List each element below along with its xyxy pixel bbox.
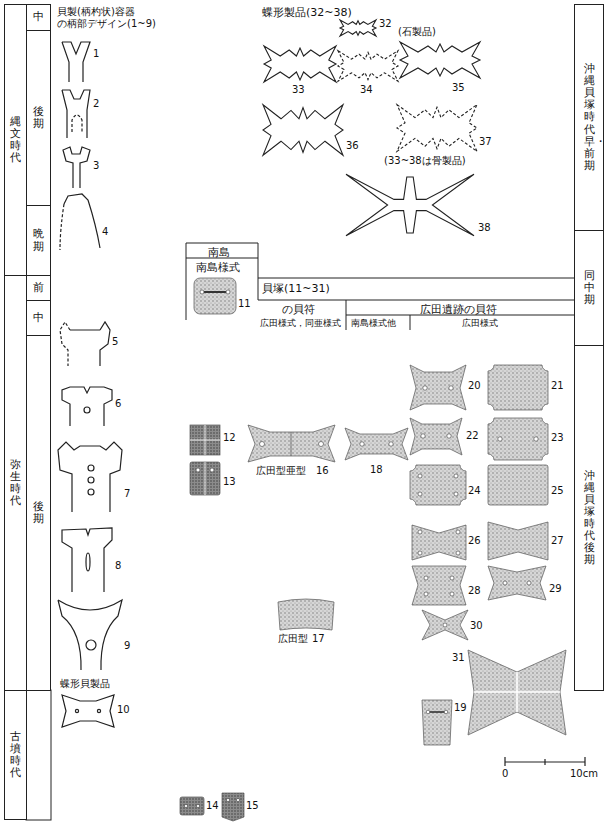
era-band: 縄文時代 bbox=[4, 4, 27, 276]
callout-number: 38 bbox=[478, 222, 491, 234]
period-name: 縄文時代 bbox=[10, 116, 21, 164]
period-cell: 中 bbox=[26, 4, 51, 31]
type-name: 広田型 bbox=[278, 633, 308, 645]
period-name: 中 bbox=[33, 11, 44, 23]
butterfly-object-drawing bbox=[263, 20, 480, 236]
callout-number: 15 bbox=[246, 800, 259, 812]
callout-number: 25 bbox=[551, 485, 564, 497]
table-header: 貝塚(11~31) bbox=[262, 282, 330, 295]
period-cell bbox=[26, 690, 51, 820]
handle-drawing bbox=[58, 42, 122, 670]
table-header: 広田様式，同亜様式 bbox=[260, 318, 341, 329]
callout-number: 23 bbox=[551, 432, 564, 444]
table-header: 南島様式他 bbox=[351, 318, 396, 329]
heading-text: 蝶形貝製品 bbox=[60, 678, 110, 690]
period-name: 中 bbox=[33, 312, 44, 324]
period-name: 後期 bbox=[33, 106, 44, 130]
period-band: 沖縄貝塚時代後期 bbox=[574, 345, 604, 691]
heading-text: 蝶形製品(32~38) bbox=[262, 6, 352, 19]
period-name: 沖縄貝塚時代後期 bbox=[584, 470, 595, 567]
table-header: の貝符 bbox=[282, 303, 315, 316]
callout-number: 32 bbox=[379, 18, 392, 30]
table-header: 南島 bbox=[208, 246, 230, 259]
callout-number: 12 bbox=[223, 432, 236, 444]
callout-number: 18 bbox=[370, 464, 383, 476]
callout-number: 28 bbox=[468, 585, 481, 597]
period-cell: 後期 bbox=[26, 30, 51, 206]
material-note: (石製品) bbox=[398, 26, 436, 38]
period-name: 沖縄貝塚時代早・前期 bbox=[584, 63, 595, 172]
callout-number: 2 bbox=[93, 98, 99, 110]
callout-number: 11 bbox=[238, 298, 251, 310]
butterfly-shell-drawing bbox=[62, 695, 114, 727]
period-band: 同中期 bbox=[574, 230, 604, 346]
type-name: 広田型亜型 bbox=[256, 465, 306, 477]
callout-number: 5 bbox=[112, 336, 118, 348]
callout-number: 35 bbox=[452, 82, 465, 94]
callout-number: 27 bbox=[551, 535, 564, 547]
callout-number: 10 bbox=[117, 704, 130, 716]
period-name: 前 bbox=[33, 282, 44, 294]
table-header: 南島様式 bbox=[196, 261, 240, 274]
material-note: (33~38は骨製品) bbox=[384, 155, 466, 167]
scale-bar bbox=[505, 757, 585, 766]
period-cell: 晩期 bbox=[26, 205, 51, 276]
callout-number: 13 bbox=[223, 476, 236, 488]
callout-number: 1 bbox=[93, 48, 99, 60]
callout-number: 29 bbox=[549, 583, 562, 595]
era-band: 古墳時代 bbox=[4, 690, 27, 820]
period-name: 後期 bbox=[33, 501, 44, 525]
table-header: 広田様式 bbox=[462, 318, 498, 329]
callout-number: 17 bbox=[312, 633, 325, 645]
callout-number: 26 bbox=[468, 535, 481, 547]
period-cell: 中 bbox=[26, 300, 51, 336]
shell-tag-drawing bbox=[180, 278, 566, 821]
callout-number: 3 bbox=[93, 160, 99, 172]
period-name: 同中期 bbox=[584, 270, 595, 306]
callout-number: 8 bbox=[115, 560, 121, 572]
table-header: 広田遺跡の貝符 bbox=[420, 303, 497, 316]
callout-number: 14 bbox=[206, 800, 219, 812]
callout-number: 31 bbox=[452, 652, 465, 664]
callout-number: 21 bbox=[551, 380, 564, 392]
period-name: 古墳時代 bbox=[10, 731, 21, 779]
callout-number: 7 bbox=[124, 488, 130, 500]
callout-number: 30 bbox=[470, 620, 483, 632]
callout-number: 9 bbox=[124, 640, 130, 652]
callout-number: 19 bbox=[454, 702, 467, 714]
callout-number: 24 bbox=[468, 485, 481, 497]
table-rule bbox=[186, 243, 574, 330]
period-name: 弥生時代 bbox=[10, 459, 21, 507]
callout-number: 37 bbox=[479, 136, 492, 148]
callout-number: 6 bbox=[115, 398, 121, 410]
callout-number: 20 bbox=[468, 380, 481, 392]
period-band: 沖縄貝塚時代早・前期 bbox=[574, 4, 604, 231]
era-band: 弥生時代 bbox=[4, 275, 27, 691]
callout-number: 22 bbox=[466, 430, 479, 442]
scale-label: 10cm bbox=[570, 768, 598, 780]
callout-number: 36 bbox=[346, 140, 359, 152]
scale-label: 0 bbox=[502, 768, 508, 780]
period-cell: 前 bbox=[26, 275, 51, 301]
callout-number: 33 bbox=[292, 84, 305, 96]
period-cell: 後期 bbox=[26, 335, 51, 691]
period-name: 晩期 bbox=[33, 228, 44, 252]
callout-number: 16 bbox=[316, 465, 329, 477]
heading-text: 貝製(柄杓状)容器 の柄部デザイン(1~9) bbox=[57, 6, 167, 30]
callout-number: 4 bbox=[102, 226, 108, 238]
callout-number: 34 bbox=[360, 84, 373, 96]
